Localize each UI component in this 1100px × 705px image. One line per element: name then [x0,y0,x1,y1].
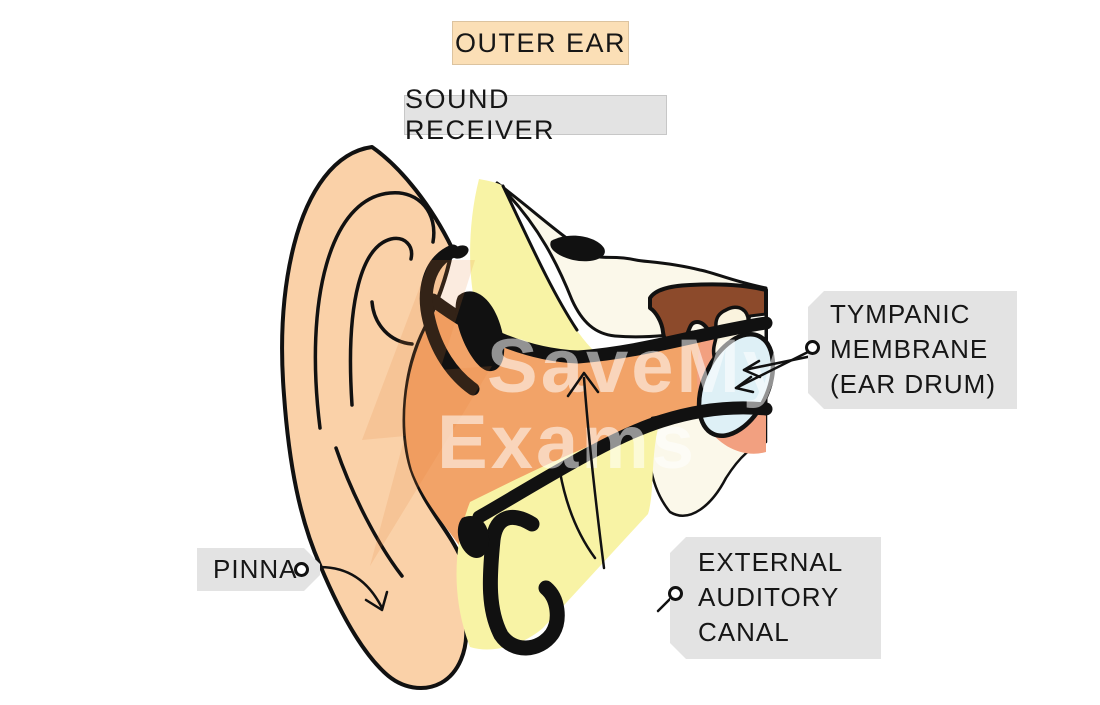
watermark-text-1: SaveMy [487,324,788,409]
tympanic-pointer-arrows [734,348,814,394]
cartilage-lower-shape [456,420,660,650]
concha-shadow-blob [455,291,505,372]
tympanic-membrane-tag: TYMPANIC MEMBRANE (EAR DRUM) [808,291,1017,409]
canal-entrance-blob [550,235,605,262]
cartilage-band-shape [470,179,596,362]
watermark-text-2: Exams [437,400,697,485]
external-auditory-canal-tag: EXTERNAL AUDITORY CANAL [670,537,881,659]
tag-line: AUDITORY [698,582,840,612]
tag-line: CANAL [698,617,790,647]
sound-receiver-subtitle: SOUND RECEIVER [405,84,556,145]
outer-ear-title-box: OUTER EAR [452,21,629,65]
tragus-notch-blob [451,245,469,259]
tag-eyelet-icon [805,340,820,355]
tag-line: TYMPANIC [830,299,971,329]
cartilage-lower-crease-line [558,470,597,560]
canal-direction-arrow [566,371,606,570]
tag-line: MEMBRANE [830,334,989,364]
pinna-fold-lines [313,191,436,578]
antitragus-blob [457,516,490,558]
watermark-bolt [362,260,492,566]
tag-eyelet-icon [294,562,309,577]
cartilage-bone-divider-line [501,184,579,332]
antitragus-hook-outline [482,509,565,656]
tragus-outline [419,244,480,396]
outer-ear-title: OUTER EAR [454,27,627,58]
tag-line: EXTERNAL [698,547,844,577]
external-tag-string [656,596,673,613]
pointer-arrows [303,348,814,613]
tag-line: (EAR DRUM) [830,369,996,399]
sound-receiver-subtitle-box: SOUND RECEIVER [404,84,667,145]
tag-line: PINNA [213,554,298,584]
pinna-tag: PINNA [197,548,320,591]
watermark: SaveMy Exams [362,260,788,566]
tag-eyelet-icon [668,586,683,601]
canal-lower-wall-line [472,401,773,524]
